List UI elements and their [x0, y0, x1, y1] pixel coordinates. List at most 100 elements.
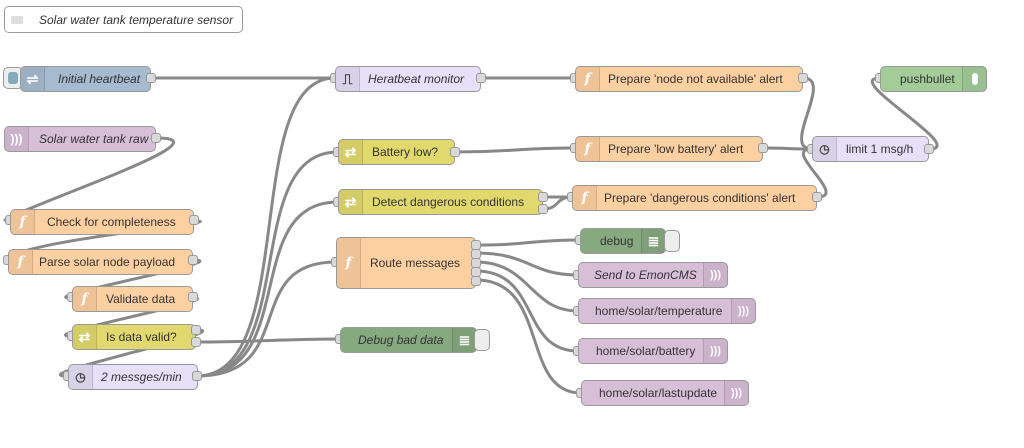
wire[interactable] [870, 76, 939, 151]
debug-bad-data-node[interactable]: Debug bad data ≣ [340, 327, 477, 353]
wire[interactable] [474, 269, 580, 353]
debug-toggle-button[interactable] [664, 230, 680, 252]
inject-button-face [8, 72, 18, 84]
output-port[interactable] [191, 325, 201, 335]
wire[interactable] [195, 260, 338, 378]
output-port[interactable] [476, 73, 486, 83]
send-emoncms-node[interactable]: Send to EmonCMS ))) [578, 262, 728, 288]
output-port[interactable] [189, 215, 199, 225]
output-port[interactable] [188, 292, 198, 302]
solar-water-tank-raw-node[interactable]: ))) Solar water tank raw [4, 126, 156, 152]
node-label: Route messages [370, 256, 461, 270]
output-port[interactable] [812, 192, 822, 202]
function-icon: f [337, 238, 361, 288]
output-port[interactable] [758, 143, 768, 153]
function-icon: f [576, 67, 600, 91]
node-label: home/solar/lastupdate [599, 386, 718, 400]
node-label: Prepare 'dangerous conditions' alert [604, 191, 796, 205]
node-label: debug [600, 234, 634, 248]
node-label: Debug bad data [358, 333, 444, 347]
node-label: Heratbeat monitor [368, 72, 465, 86]
node-label: Solar water tank raw [39, 132, 149, 146]
battery-low-node[interactable]: ⇄ Battery low? [338, 139, 455, 165]
limit-node[interactable]: ◷ limit 1 msg/h [812, 136, 929, 162]
wire[interactable] [64, 258, 202, 300]
wire[interactable] [800, 76, 815, 151]
wire[interactable] [195, 150, 340, 378]
wire[interactable] [195, 337, 342, 344]
broadcast-icon: ))) [724, 381, 748, 405]
node-label: Prepare 'node not available' alert [608, 72, 783, 86]
prepare-low-battery-node[interactable]: f Prepare 'low battery' alert [575, 136, 763, 162]
switch-icon: ⇄ [339, 190, 363, 214]
node-label: Is data valid? [106, 330, 177, 344]
rate-limit-node[interactable]: ◷ 2 messges/min [68, 364, 198, 390]
heartbeat-monitor-node[interactable]: ⎍ Heratbeat monitor [335, 66, 481, 92]
trigger-icon: ⎍ [336, 67, 360, 91]
mqtt-battery-node[interactable]: home/solar/battery ))) [578, 338, 728, 364]
node-label: 2 messges/min [101, 370, 182, 384]
wire[interactable] [195, 76, 337, 378]
output-port[interactable] [924, 144, 934, 154]
output-port[interactable] [538, 204, 548, 214]
switch-icon: ⇄ [73, 325, 97, 349]
mqtt-temperature-node[interactable]: home/solar/temperature ))) [578, 298, 756, 324]
output-port[interactable] [151, 133, 161, 143]
comment-icon [5, 7, 28, 32]
list-icon: ≣ [641, 229, 665, 253]
parse-payload-node[interactable]: f Parse solar node payload [8, 249, 193, 275]
mqtt-lastupdate-node[interactable]: home/solar/lastupdate ))) [581, 380, 749, 406]
pushbullet-node[interactable]: pushbullet [880, 66, 987, 92]
output-port[interactable] [450, 147, 460, 157]
delay-timer-icon: ◷ [69, 365, 93, 389]
route-messages-node[interactable]: f Route messages [336, 237, 476, 289]
prepare-node-not-available-node[interactable]: f Prepare 'node not available' alert [575, 66, 803, 92]
node-label: Send to EmonCMS [594, 268, 697, 282]
output-port[interactable] [471, 276, 481, 286]
node-label: Prepare 'low battery' alert [608, 142, 744, 156]
node-label: Validate data [106, 292, 176, 306]
broadcast-icon: ))) [703, 263, 727, 287]
output-port[interactable] [146, 73, 156, 83]
output-port[interactable] [192, 371, 202, 381]
is-data-valid-node[interactable]: ⇄ Is data valid? [72, 324, 196, 350]
delay-timer-icon: ◷ [813, 137, 837, 161]
node-label: limit 1 msg/h [846, 142, 914, 156]
validate-data-node[interactable]: f Validate data [72, 286, 193, 312]
debug-node[interactable]: debug ≣ [580, 228, 666, 254]
output-port[interactable] [191, 337, 201, 347]
wire[interactable] [195, 200, 340, 378]
prepare-dangerous-node[interactable]: f Prepare 'dangerous conditions' alert [572, 185, 817, 211]
broadcast-icon: ))) [731, 299, 755, 323]
wire[interactable] [453, 146, 577, 154]
comment-node[interactable]: Solar water tank temperature sensor [4, 6, 243, 33]
function-icon: f [73, 287, 97, 311]
wire[interactable] [474, 238, 582, 247]
output-port[interactable] [538, 192, 548, 202]
debug-toggle-button[interactable] [474, 329, 490, 351]
node-label: Parse solar node payload [39, 255, 176, 269]
wire[interactable] [761, 146, 814, 151]
wire[interactable] [474, 251, 580, 277]
detect-dangerous-node[interactable]: ⇄ Detect dangerous conditions [338, 189, 543, 215]
output-port[interactable] [798, 73, 808, 83]
wire[interactable] [474, 260, 580, 313]
node-label: home/solar/temperature [595, 304, 723, 318]
node-label: pushbullet [900, 72, 955, 86]
node-label: Solar water tank temperature sensor [39, 12, 234, 27]
node-label: Check for completeness [47, 215, 176, 229]
wire[interactable] [474, 278, 583, 395]
output-port[interactable] [188, 255, 198, 265]
node-label: Detect dangerous conditions [372, 195, 525, 209]
check-completeness-node[interactable]: f Check for completeness [10, 209, 194, 235]
mqtt-in-icon: ))) [5, 127, 29, 151]
function-icon: f [11, 210, 35, 234]
pushbullet-icon [962, 67, 986, 91]
initial-heartbeat-node[interactable]: ⇌ Initial heartbeat [20, 66, 151, 92]
node-label: Initial heartbeat [58, 72, 141, 86]
wire[interactable] [802, 147, 828, 199]
wire[interactable] [58, 328, 204, 378]
node-label: home/solar/battery [596, 344, 696, 358]
inject-arrow-icon: ⇌ [21, 67, 45, 91]
